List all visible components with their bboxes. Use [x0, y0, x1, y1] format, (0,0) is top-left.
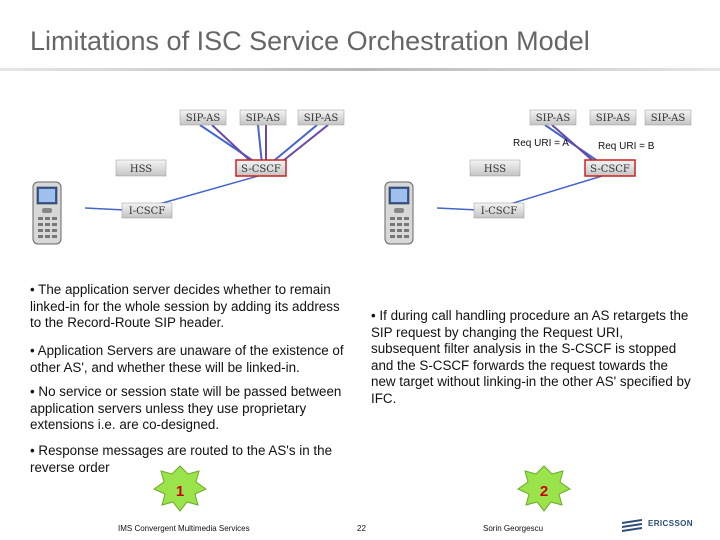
badge-2: 2	[516, 465, 572, 512]
slide-title: Limitations of ISC Service Orchestration…	[30, 26, 590, 56]
left-hss-label: HSS	[130, 164, 152, 175]
right-scscf-box	[584, 159, 636, 177]
right-icscf-label: I-CSCF	[481, 206, 517, 217]
left-icscf-box	[121, 202, 173, 219]
right-icscf-box	[473, 202, 525, 219]
footer-course-title: IMS Convergent Multimedia Services	[118, 524, 250, 533]
right-sip-as-3-label: SIP-AS	[651, 113, 686, 124]
diagram-right: SIP-AS SIP-AS SIP-AS Req URI = A Req URI…	[384, 109, 692, 245]
right-sip-as-1-label: SIP-AS	[536, 113, 571, 124]
left-sip-as-3-label: SIP-AS	[304, 113, 339, 124]
right-phone-icon	[384, 181, 414, 245]
right-sip-as-2	[589, 109, 637, 126]
footer-page-number: 22	[357, 524, 366, 533]
req-uri-a-label: Req URI = A	[513, 138, 569, 149]
left-sip-as-2-label: SIP-AS	[246, 113, 281, 124]
title-divider	[0, 68, 720, 71]
right-scscf-label: S-CSCF	[590, 164, 630, 175]
ericsson-logo-icon	[622, 519, 642, 532]
diagram-left: SIP-AS SIP-AS SIP-AS HSS S-CSCF I-CSCF	[32, 109, 345, 245]
left-phone-icon	[32, 181, 62, 245]
right-sip-as-1	[529, 109, 577, 126]
footer-author: Sorin Georgescu	[483, 524, 544, 533]
left-sip-as-1-label: SIP-AS	[186, 113, 221, 124]
right-sip-as-3	[644, 109, 692, 126]
req-uri-b-label: Req URI = B	[598, 141, 655, 152]
left-icscf-label: I-CSCF	[129, 206, 165, 217]
bullet-response-reverse-order: • Response messages are routed to the AS…	[30, 443, 333, 475]
badge-1: 1	[152, 465, 208, 512]
right-sip-as-2-label: SIP-AS	[596, 113, 631, 124]
left-sip-as-1	[179, 109, 227, 126]
left-sip-as-3	[297, 109, 345, 126]
left-scscf-box	[235, 159, 287, 177]
badge-1-label: 1	[176, 483, 184, 500]
right-hss-label: HSS	[484, 164, 506, 175]
bullet-unaware-of-other-as: • Application Servers are unaware of the…	[30, 343, 344, 375]
badge-2-label: 2	[540, 483, 548, 500]
right-hss-box	[469, 159, 521, 177]
ericsson-logo-text: ERICSSON	[648, 519, 693, 528]
left-sip-as-2	[239, 109, 287, 126]
left-hss-box	[115, 159, 167, 177]
bullet-no-state-passed: • No service or session state will be pa…	[30, 384, 342, 433]
bullet-retarget-request-uri: • If during call handling procedure an A…	[371, 308, 691, 406]
left-scscf-label: S-CSCF	[241, 164, 281, 175]
bullet-record-route: • The application server decides whether…	[30, 282, 340, 331]
